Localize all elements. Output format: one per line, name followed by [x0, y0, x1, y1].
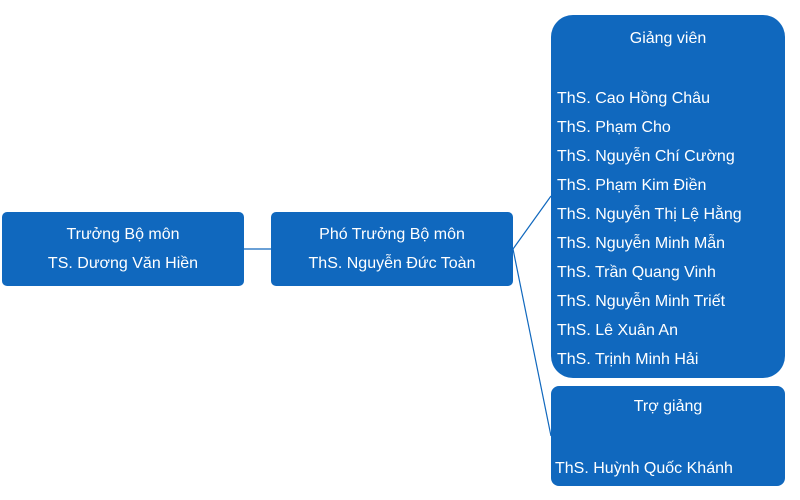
lecturers-title: Giảng viên	[629, 30, 707, 47]
head-of-department-node: Trưởng Bộ môn TS. Dương Văn Hiền	[2, 212, 244, 286]
lecturer-item: ThS. Trần Quang Vinh	[557, 264, 716, 281]
teaching-assistant-item: ThS. Huỳnh Quốc Khánh	[555, 460, 733, 477]
deputy-role-label: Phó Trưởng Bộ môn	[319, 226, 465, 243]
lecturers-node: Giảng viên ThS. Cao Hồng Châu ThS. Phạm …	[551, 15, 785, 378]
lecturer-item: ThS. Phạm Kim Điền	[557, 177, 707, 194]
lecturer-item: ThS. Phạm Cho	[557, 119, 671, 136]
lecturer-item: ThS. Trịnh Minh Hải	[557, 351, 699, 368]
lecturer-item: ThS. Lê Xuân An	[557, 322, 678, 339]
teaching-assistants-title: Trợ giảng	[633, 398, 703, 415]
deputy-name-label: ThS. Nguyễn Đức Toàn	[308, 255, 476, 272]
connector-deputy-to-lecturers	[512, 195, 552, 250]
teaching-assistants-node: Trợ giảng ThS. Huỳnh Quốc Khánh	[551, 386, 785, 486]
lecturer-item: ThS. Nguyễn Thị Lệ Hằng	[557, 206, 742, 223]
teaching-assistants-list: ThS. Huỳnh Quốc Khánh	[555, 454, 733, 483]
lecturer-item: ThS. Nguyễn Minh Triết	[557, 293, 726, 310]
head-name-label: TS. Dương Văn Hiền	[47, 255, 199, 272]
connector-deputy-to-assistants	[512, 248, 552, 437]
lecturer-item: ThS. Cao Hồng Châu	[557, 90, 710, 107]
lecturers-list: ThS. Cao Hồng Châu ThS. Phạm Cho ThS. Ng…	[557, 84, 742, 374]
deputy-head-node: Phó Trưởng Bộ môn ThS. Nguyễn Đức Toàn	[271, 212, 513, 286]
lecturer-item: ThS. Nguyễn Chí Cường	[557, 148, 735, 165]
head-role-label: Trưởng Bộ môn	[66, 226, 180, 243]
lecturer-item: ThS. Nguyễn Minh Mẫn	[557, 235, 726, 252]
